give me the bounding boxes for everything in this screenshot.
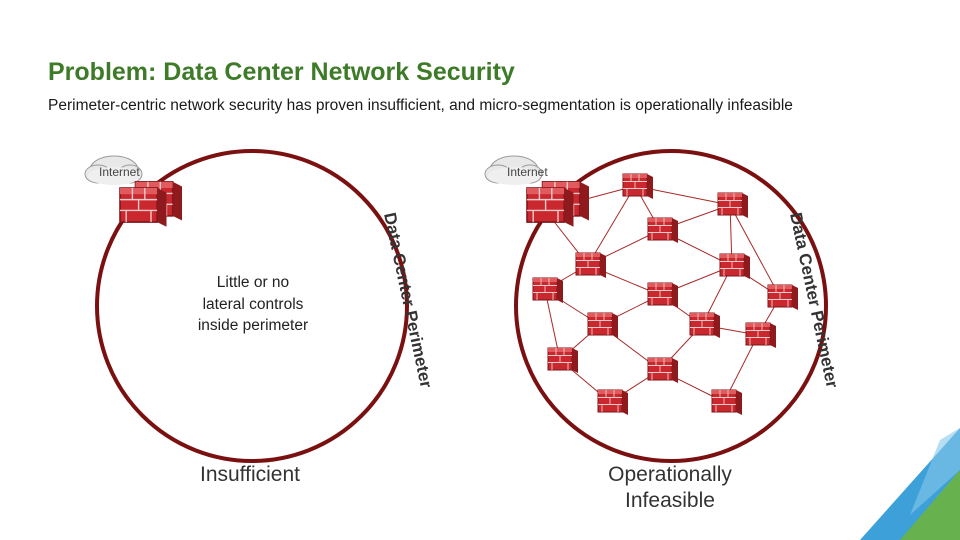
caption-line-1: Operationally: [608, 463, 732, 486]
firewall-icon: [745, 322, 777, 349]
right-perimeter-circle: [514, 149, 828, 463]
caption-line-2: Infeasible: [625, 489, 715, 512]
internet-label-left: Internet: [99, 165, 140, 179]
firewall-icon: [575, 252, 607, 279]
firewall-icon: [647, 282, 679, 309]
firewall-icon: [647, 217, 679, 244]
slide-subtitle: Perimeter-centric network security has p…: [48, 97, 793, 114]
firewall-icon: [767, 284, 799, 311]
perimeter-firewall-icon-left: [119, 181, 183, 228]
firewall-icon: [711, 389, 743, 416]
firewall-icon: [532, 277, 564, 304]
lateral-controls-text: Little or no lateral controls inside per…: [175, 272, 331, 337]
accent-light-triangle: [910, 428, 960, 515]
slide-title: Problem: Data Center Network Security: [48, 58, 515, 86]
firewall-icon: [587, 312, 619, 339]
perimeter-label-left: Data Center Perimeter: [380, 211, 436, 390]
internet-label-right: Internet: [507, 165, 548, 179]
firewall-icon: [622, 173, 654, 200]
lateral-line-2: lateral controls: [202, 295, 304, 313]
firewall-icon: [647, 357, 679, 384]
lateral-line-1: Little or no: [216, 274, 290, 291]
lateral-line-3: inside perimeter: [197, 317, 309, 334]
firewall-icon: [717, 192, 749, 219]
firewall-icon: [689, 312, 721, 339]
caption-operationally-infeasible: Operationally Infeasible: [560, 462, 780, 514]
firewall-icon: [719, 253, 751, 280]
caption-insufficient: Insufficient: [199, 463, 300, 486]
left-perimeter-circle: [95, 149, 409, 463]
perimeter-firewall-icon-right: [526, 181, 590, 228]
accent-green-triangle: [900, 470, 960, 540]
firewall-icon: [597, 389, 629, 416]
firewall-icon: [547, 347, 579, 374]
